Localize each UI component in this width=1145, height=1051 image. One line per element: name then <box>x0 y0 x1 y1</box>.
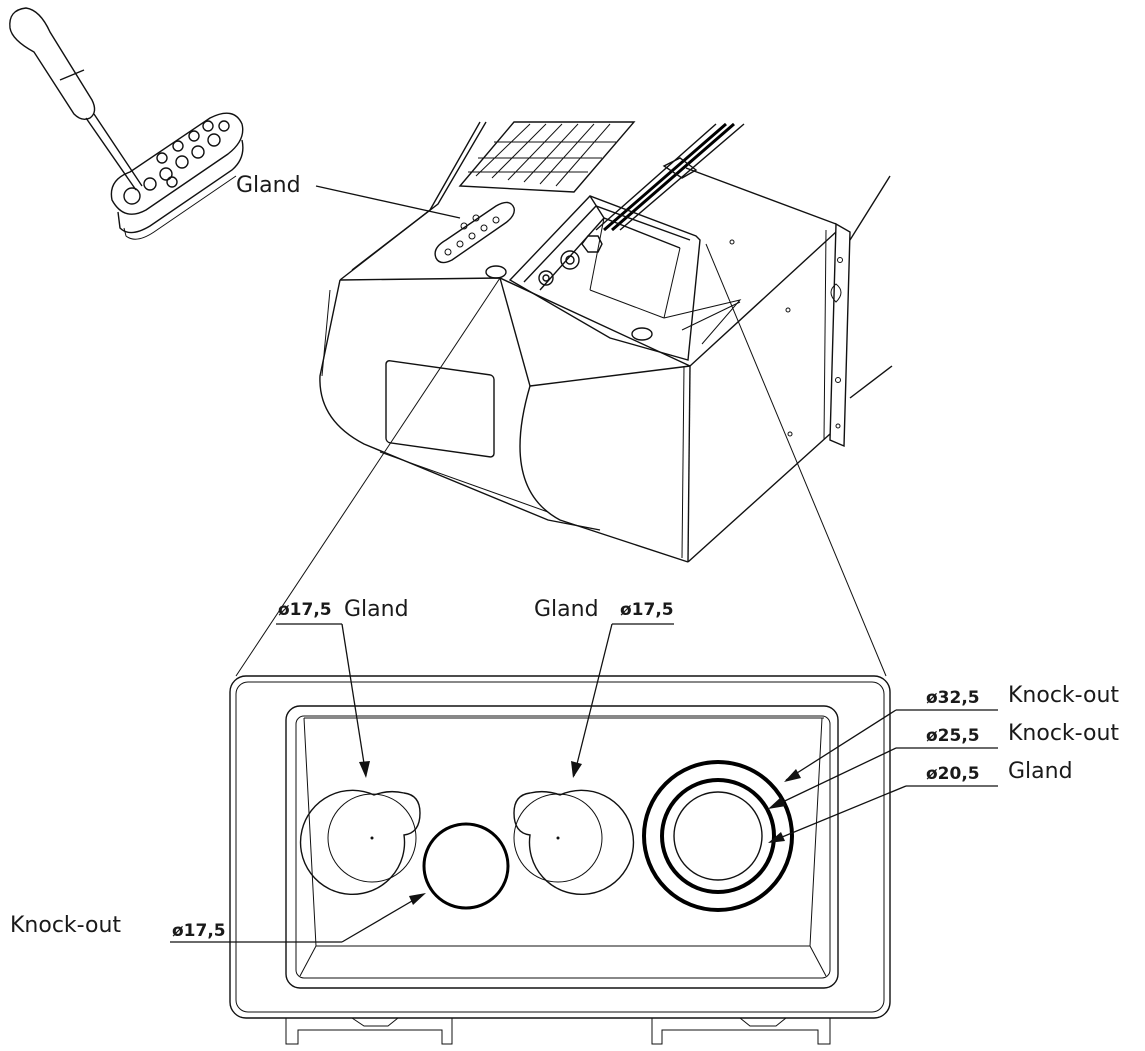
callout-small-knockout: Knock-out ø17,5 <box>10 893 426 943</box>
screwdriver-icon <box>9 7 143 191</box>
left-gland-hole <box>299 789 421 896</box>
top-gland-label: Gland <box>236 173 301 198</box>
screwdriver-with-gland-illustration <box>9 7 244 240</box>
left-gland-label: Gland <box>344 597 409 622</box>
callout-left-gland: ø17,5 Gland <box>276 597 409 778</box>
grille-vents <box>458 121 636 193</box>
magnify-line-right <box>705 243 887 677</box>
right-gland-label: Gland <box>1008 759 1073 784</box>
outer-knockout-label: Knock-out <box>1008 683 1119 708</box>
small-knockout-diameter: ø17,5 <box>172 921 226 941</box>
left-gland-diameter: ø17,5 <box>278 600 332 620</box>
connection-box <box>485 195 742 361</box>
top-gland-slot <box>434 201 515 264</box>
small-knockout-label: Knock-out <box>10 913 121 938</box>
gland-insert-icon <box>110 112 244 240</box>
unit-housing-illustration <box>319 121 893 563</box>
top-gland-leader <box>315 185 461 219</box>
mounting-clips <box>285 1017 831 1045</box>
callout-center-gland: Gland ø17,5 <box>534 597 674 778</box>
center-gland-diameter: ø17,5 <box>620 600 674 620</box>
outer-knockout-diameter: ø32,5 <box>926 688 980 708</box>
detail-panel <box>229 675 891 1045</box>
callout-knockout-outer: ø32,5 Knock-out <box>784 683 1119 782</box>
center-gland-label: Gland <box>534 597 599 622</box>
right-gland-diameter: ø20,5 <box>926 764 980 784</box>
callout-knockout-inner: ø25,5 Knock-out <box>768 721 1119 809</box>
inner-knockout-label: Knock-out <box>1008 721 1119 746</box>
small-knockout-hole <box>422 822 510 910</box>
inner-knockout-diameter: ø25,5 <box>926 726 980 746</box>
right-concentric-holes <box>642 760 794 912</box>
callout-right-gland: ø20,5 Gland <box>768 759 1073 843</box>
center-gland-hole <box>513 789 635 896</box>
magnify-line-left <box>235 277 501 677</box>
